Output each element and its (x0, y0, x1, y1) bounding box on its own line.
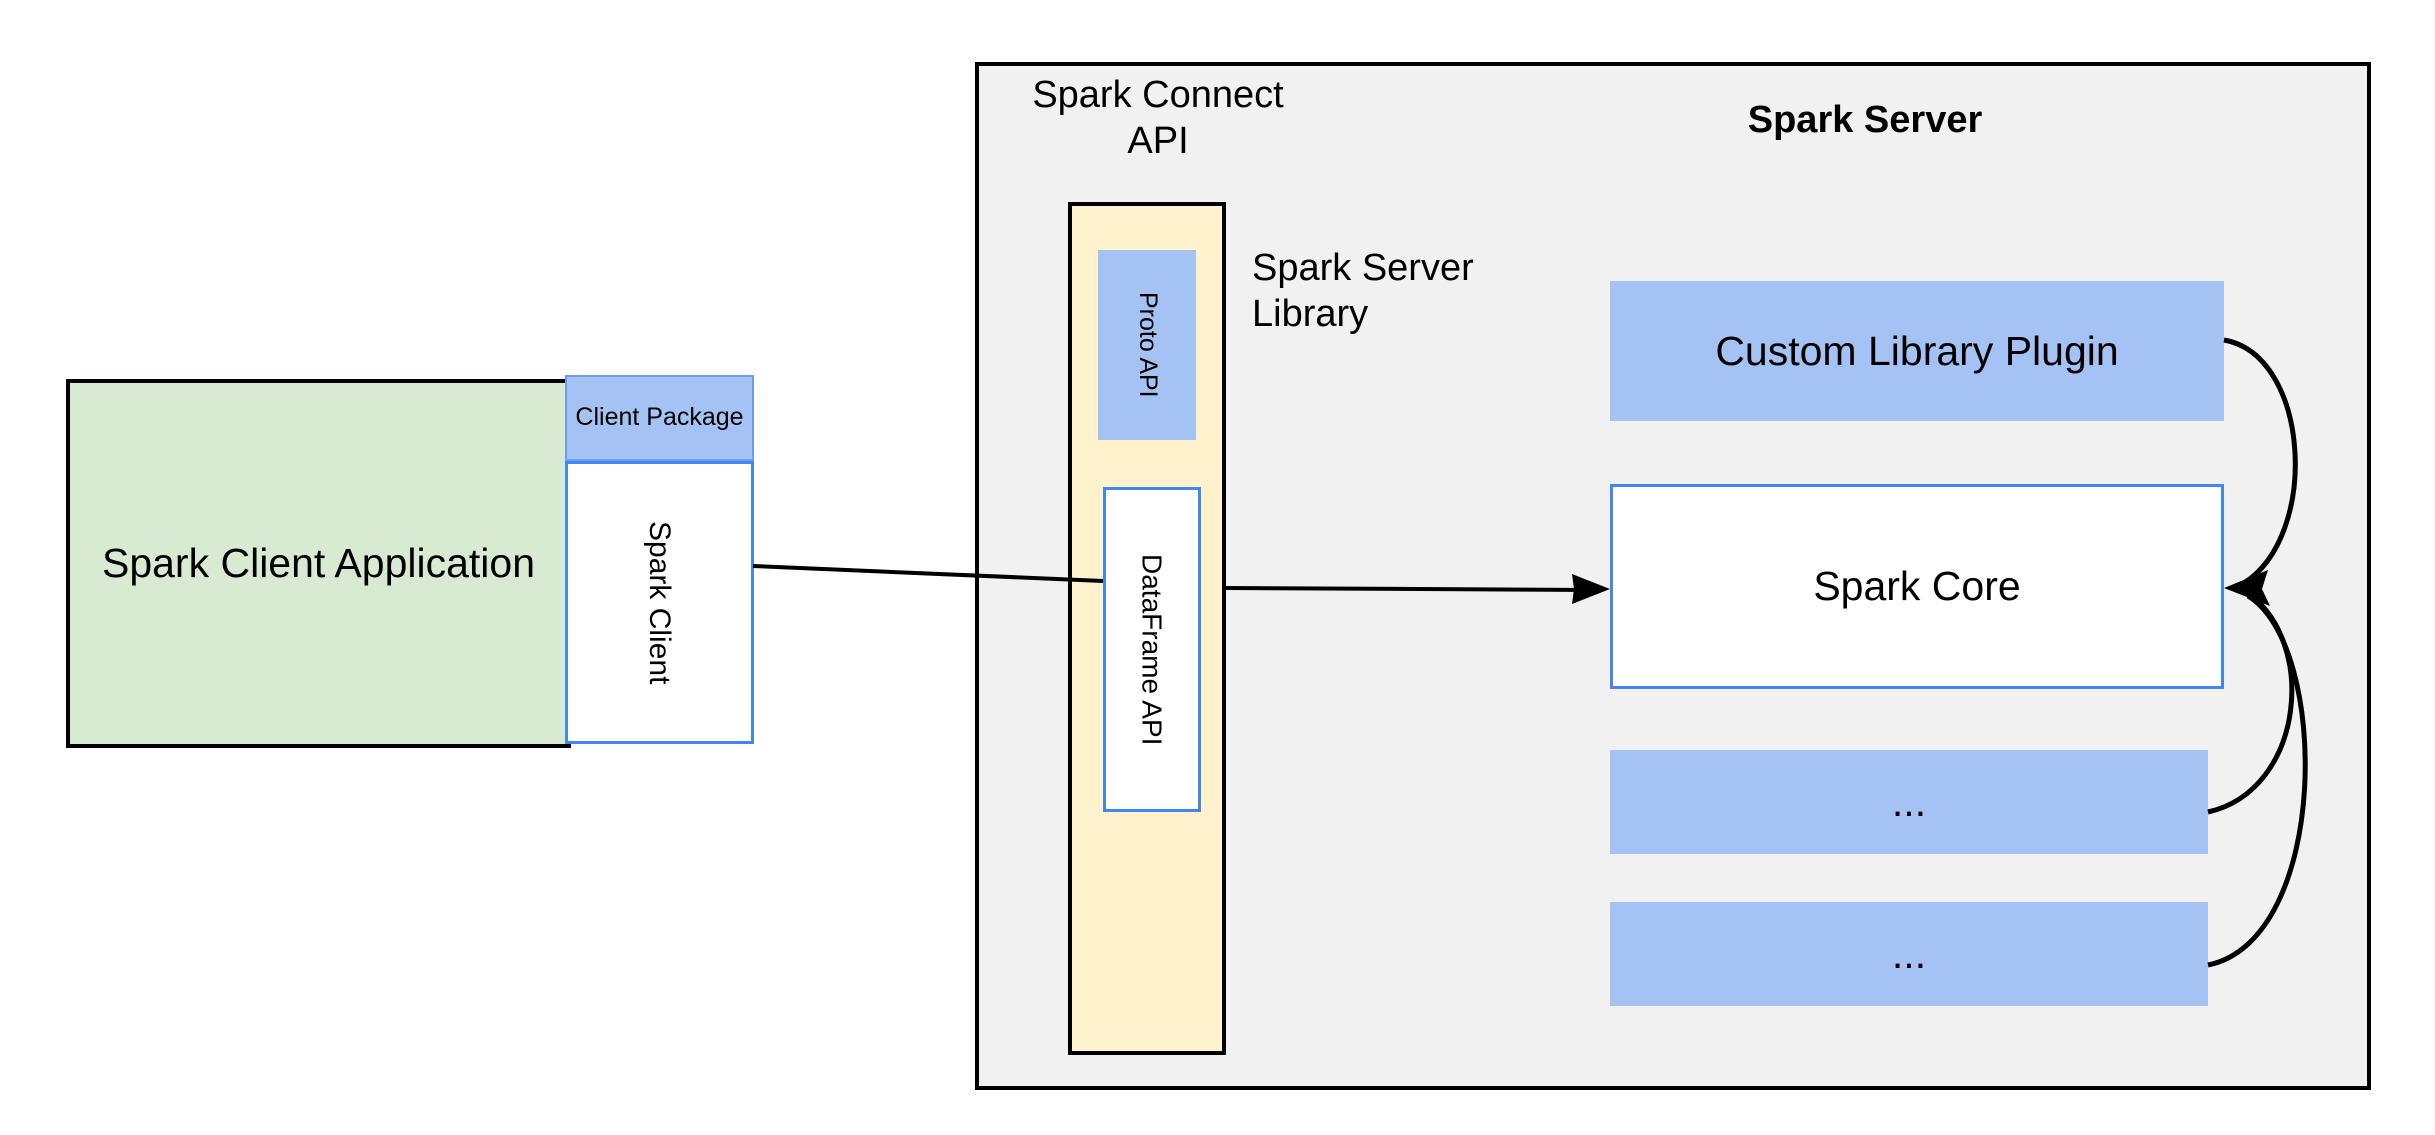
placeholder-component-box-2[interactable]: ... (1610, 902, 2208, 1006)
spark-client-application-box[interactable]: Spark Client Application (66, 379, 571, 748)
client-package-box[interactable]: Client Package (565, 375, 754, 461)
proto-api-box[interactable]: Proto API (1098, 250, 1196, 440)
placeholder-component-box-1[interactable]: ... (1610, 750, 2208, 854)
proto-api-label: Proto API (1133, 292, 1162, 398)
spark-client-application-label: Spark Client Application (101, 540, 536, 587)
custom-library-plugin-box[interactable]: Custom Library Plugin (1610, 281, 2224, 421)
dataframe-api-box[interactable]: DataFrame API (1103, 487, 1201, 812)
spark-core-label: Spark Core (1813, 563, 2021, 610)
spark-client-label: Spark Client (643, 520, 677, 685)
spark-connect-api-label: Spark Connect API (1032, 74, 1284, 163)
custom-library-plugin-label: Custom Library Plugin (1715, 327, 2119, 374)
placeholder-component-label-1: ... (1891, 778, 1927, 825)
spark-server-library-label: Spark Server Library (1252, 247, 1474, 336)
spark-core-box[interactable]: Spark Core (1610, 484, 2224, 689)
placeholder-component-label-2: ... (1891, 930, 1927, 977)
dataframe-api-label: DataFrame API (1136, 553, 1168, 746)
spark-client-box[interactable]: Spark Client (565, 461, 754, 744)
spark-server-title: Spark Server (1747, 99, 1983, 141)
client-package-label: Client Package (575, 403, 744, 432)
